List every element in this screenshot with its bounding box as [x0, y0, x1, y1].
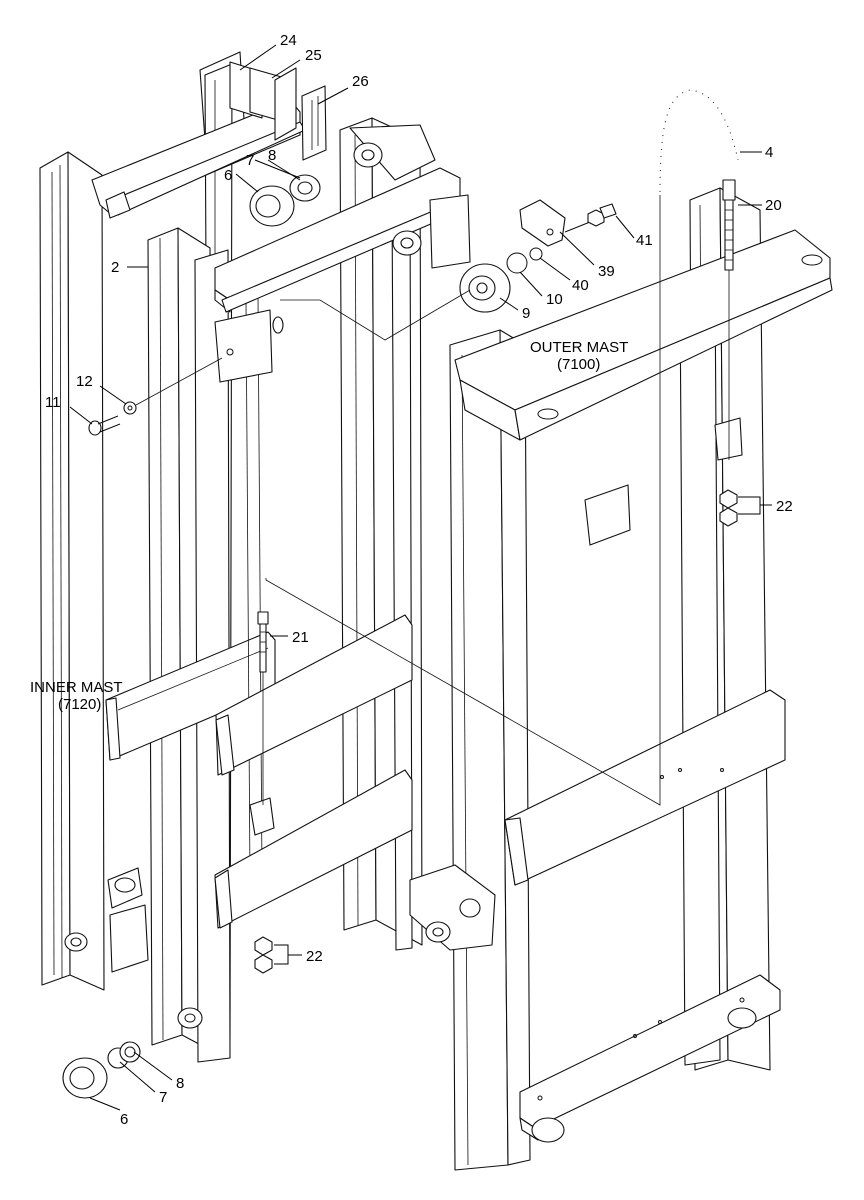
chain-anchor-bolt: [722, 179, 736, 460]
carriage-tilt-mount: [409, 864, 496, 951]
roller-upper: [249, 142, 383, 227]
middle-frame-channels: [245, 117, 423, 951]
nuts-upper: [719, 489, 738, 527]
lift-bracket-lower: [214, 769, 413, 929]
shim-plates: [229, 61, 327, 161]
inner-mast-lower-crossmember: [64, 631, 276, 973]
roller-9-assembly: [459, 247, 543, 313]
callout-20: 20: [765, 197, 782, 214]
callout-11: 11: [45, 394, 61, 411]
outer-mast-label: OUTER MAST: [530, 339, 628, 356]
inner-mast-label: INNER MAST: [30, 679, 123, 696]
callout-10: 10: [546, 291, 563, 308]
callout-6-lower: 6: [120, 1111, 128, 1128]
assembly-pointer-lines: [265, 195, 661, 806]
inner-mast-code: (7120): [58, 696, 101, 713]
callout-41: 41: [636, 232, 653, 249]
middle-frame-top-crossbar: [214, 124, 471, 383]
callout-4: 4: [765, 144, 773, 161]
callout-22-lower: 22: [306, 948, 323, 965]
callout-8-lower: 8: [176, 1075, 184, 1092]
outer-mast-code: (7100): [557, 356, 600, 373]
callout-12: 12: [76, 373, 93, 390]
callout-2: 2: [111, 259, 119, 276]
bracket-39: [519, 199, 617, 247]
callout-9: 9: [522, 305, 530, 322]
callout-40: 40: [572, 277, 589, 294]
bolt-11-washer-12: [88, 357, 223, 436]
callout-39: 39: [598, 263, 615, 280]
lift-bracket-upper: [215, 614, 413, 776]
stud-bolt: [257, 611, 269, 805]
callout-6-upper: 6: [224, 167, 232, 184]
callout-25: 25: [305, 47, 322, 64]
leader-lines: [69, 44, 772, 1111]
roller-lower: [62, 1007, 203, 1099]
outer-mast: [449, 187, 833, 1171]
callout-22-upper: 22: [776, 498, 793, 515]
callout-8-upper: 8: [268, 147, 276, 164]
callout-26: 26: [352, 73, 369, 90]
callout-7-lower: 7: [159, 1089, 167, 1106]
callout-labels: 24 25 26 4 20 8 7 6 2 41 39 40 10 9 12 1…: [30, 32, 793, 1128]
nuts-lower: [254, 936, 273, 974]
callout-21: 21: [292, 629, 309, 646]
callout-7-upper: 7: [246, 152, 254, 169]
lift-chain: [658, 88, 740, 196]
callout-24: 24: [280, 32, 297, 49]
